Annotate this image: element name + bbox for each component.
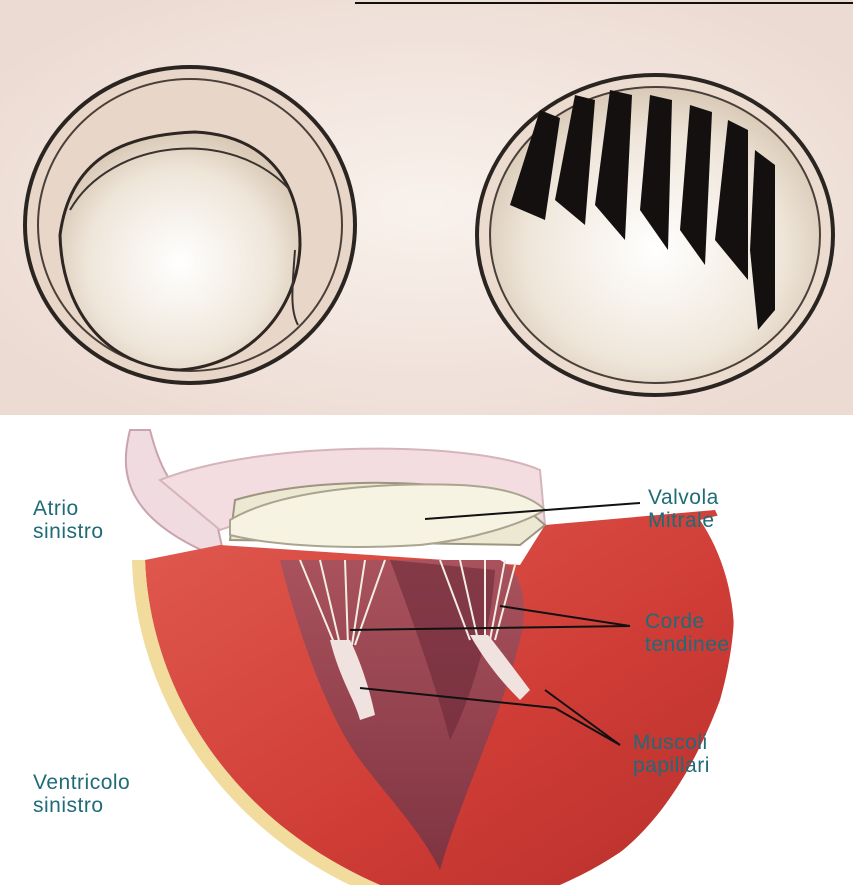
- closed-valve-drawing: [25, 67, 355, 383]
- open-valve-drawing: [477, 75, 833, 395]
- label-valvola-mitrale: Valvola Mitrale: [648, 486, 719, 532]
- label-atrio-sinistro: Atrio sinistro: [33, 497, 104, 543]
- label-ventricolo-sinistro: Ventricolo sinistro: [33, 771, 130, 817]
- label-muscoli-papillari: Muscoli papillari: [633, 731, 710, 777]
- label-corde-tendinee: Corde tendinee: [645, 610, 730, 656]
